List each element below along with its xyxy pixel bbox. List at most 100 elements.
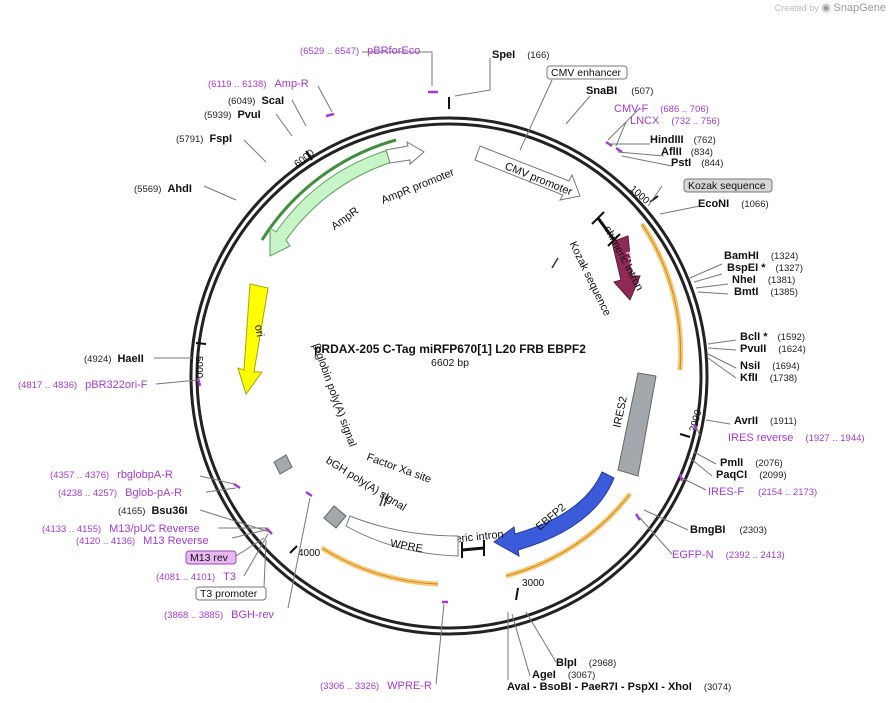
frb-arrow	[611, 235, 641, 301]
enzyme-label: BmgBI(2303)	[690, 524, 767, 536]
feature-frb: FRB	[611, 235, 641, 301]
enzyme-label: PvuII(1624)	[740, 343, 806, 355]
primer-mark-pbr322ori	[196, 377, 202, 387]
enzyme-label: PaqCI(2099)	[716, 469, 787, 481]
enzyme-label: AvrII(1911)	[734, 415, 797, 427]
tick-label-5000: 5000	[193, 356, 204, 379]
ires2-shape	[617, 372, 657, 477]
primer-mark-bglob	[233, 482, 241, 490]
enzyme-label: PstI(844)	[671, 157, 723, 169]
tick-6000	[305, 150, 313, 161]
kozak-box-label: Kozak sequence	[688, 180, 766, 192]
tick-4000	[289, 545, 298, 554]
ori-arrow	[237, 283, 269, 396]
orf-arc-bottom-left-core	[321, 547, 439, 585]
primer-label: (6529 .. 6547)pBRforEco	[300, 45, 420, 57]
enzyme-label: NheI(1381)	[732, 274, 795, 286]
primer-label: IRES-F(2154 .. 2173)	[708, 486, 817, 498]
enzyme-labels: SpeI(166) SnaBI(507) HindIII(762) AflII(…	[84, 49, 806, 693]
tick-label-4000: 4000	[298, 548, 321, 559]
bgh-polya-box	[323, 505, 347, 529]
boxed-t3-promoter: T3 promoter	[195, 586, 267, 601]
orf-arc-right-core	[641, 223, 682, 371]
enzyme-label: AflII(834)	[661, 146, 713, 158]
t3-promoter-box-label: T3 promoter	[200, 588, 258, 600]
primer-label: (4133 .. 4155)M13/pUC Reverse	[42, 523, 200, 535]
enzyme-label: PmlI(2076)	[720, 457, 783, 469]
label-connectors	[154, 51, 737, 685]
chimeric-intron-top-bar	[596, 217, 616, 241]
enzyme-label: (4924)HaeII	[84, 353, 144, 365]
primer-mark-lncx	[615, 146, 623, 154]
brand-name: SnapGene	[833, 2, 886, 14]
primer-label: LNCX(732 .. 756)	[630, 115, 720, 127]
kozak-box	[683, 178, 773, 193]
primer-label: (4357 .. 4376)rbglobpA-R	[50, 469, 173, 481]
backbone-inner-circle	[195, 122, 703, 630]
feature-ires2: IRES2	[611, 372, 657, 477]
primer-labels: (6529 .. 6547)pBRforEco (6119 .. 6138)Am…	[18, 45, 865, 692]
feature-beta-globin-polya: β-globin poly(A) signal	[273, 342, 358, 475]
primer-mark-ires-f	[678, 473, 684, 482]
ebfp2-arrow	[493, 471, 615, 557]
backbone-outer-circle	[189, 116, 709, 636]
primer-label: (4120 .. 4136)M13 Reverse	[76, 535, 209, 547]
enzyme-label: BlpI(2968)	[556, 657, 616, 669]
wpre-label: WPRE	[389, 538, 424, 556]
primer-mark-egfp-n	[634, 513, 642, 521]
primer-label: (6119 .. 6138)Amp-R	[208, 78, 309, 90]
brand-prefix: Created by	[774, 3, 819, 13]
enzyme-label: BclI *(1592)	[740, 331, 805, 343]
boxed-m13-rev: M13 rev	[185, 550, 237, 565]
primer-label: CMV-F(686 .. 706)	[614, 103, 709, 115]
primer-label: (3306 .. 3326)WPRE-R	[320, 680, 432, 692]
ampr-promoter-arrow	[385, 140, 425, 166]
primer-label: (3868 .. 3885)BGH-rev	[164, 609, 274, 621]
enzyme-label: BamHI(1324)	[724, 250, 798, 262]
primer-mark-ires-reverse	[692, 423, 698, 431]
enzyme-label: SnaBI(507)	[586, 85, 653, 97]
ampr-arrow	[269, 149, 393, 257]
tick-3000	[515, 587, 519, 601]
primer-label: (4081 .. 4101)T3	[156, 571, 236, 583]
orf-arcs	[260, 138, 684, 587]
beta-globin-polya-box	[273, 454, 293, 475]
feature-ampr-promoter: AmpR promoter	[380, 140, 457, 207]
tick-label-6000: 6000	[292, 147, 317, 170]
enzyme-label: (6049)ScaI	[228, 95, 284, 107]
cmv-enhancer-box	[546, 65, 628, 80]
enzyme-label: AgeI(3067)	[532, 669, 595, 681]
primer-mark-amp-r	[325, 112, 335, 118]
enzyme-label: (5791)FspI	[176, 133, 232, 145]
tick-label-3000: 3000	[522, 578, 545, 589]
ampr-orf-arc	[260, 138, 397, 241]
feature-wpre: WPRE	[345, 515, 459, 557]
m13-rev-box-label: M13 rev	[190, 552, 229, 564]
chimeric-intron-bottom-bar	[461, 546, 485, 552]
cmv-promoter-arrow	[474, 145, 581, 201]
enzyme-label: BspEI *(1327)	[727, 262, 803, 274]
plasmid-title: pRDAX-205 C-Tag miRFP670[1] L20 FRB EBPF…	[314, 342, 586, 356]
primer-label: (4238 .. 4257)Bglob-pA-R	[58, 487, 182, 499]
enzyme-label: EcoNI(1066)	[698, 198, 769, 210]
kozak-sequence-label: Kozak sequence	[567, 240, 613, 318]
plasmid-size: 6602 bp	[431, 357, 469, 369]
enzyme-label: BmtI(1385)	[734, 286, 798, 298]
chimeric-intron-top-cap1	[591, 211, 605, 225]
ampr-label: AmpR	[329, 205, 361, 233]
primer-mark-m13	[265, 527, 273, 535]
tick-2000	[679, 433, 691, 438]
enzyme-label: AvaI - BsoBI - PaeR7I - PspXI - XhoI(307…	[507, 681, 731, 693]
boxed-kozak: Kozak sequence	[683, 178, 773, 193]
cmv-enhancer-box-label: CMV enhancer	[551, 67, 622, 79]
primer-label: IRES reverse(1927 .. 1944)	[728, 432, 865, 444]
orf-arc-right	[639, 222, 684, 371]
ampr-promoter-label: AmpR promoter	[380, 166, 457, 206]
m13-rev-box	[185, 550, 237, 565]
feature-ori: ori	[237, 283, 269, 396]
feature-ebfp2: EBFP2	[493, 471, 615, 557]
snapgene-logo-icon: ◉	[821, 2, 831, 14]
enzyme-label: HindIII(762)	[650, 134, 716, 146]
ori-label: ori	[252, 324, 266, 338]
